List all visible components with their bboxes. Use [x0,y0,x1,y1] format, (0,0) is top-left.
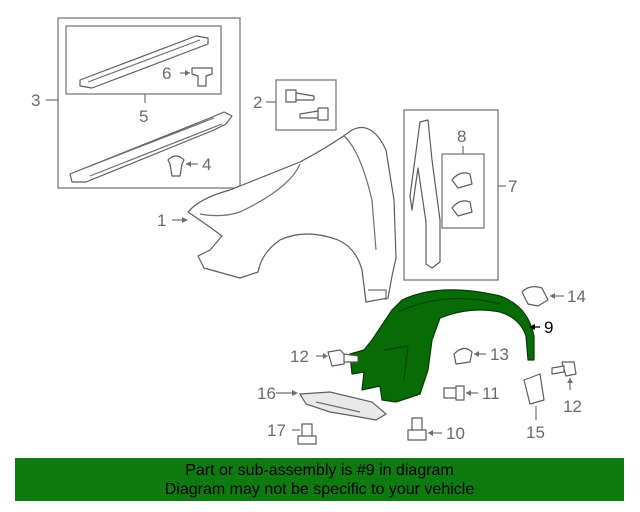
callout-9-arrowhead [529,324,535,330]
clip-part-8a [451,172,473,189]
clip-part-8b [451,200,473,217]
callout-12b: 12 [563,397,582,416]
callout-12a-arrowhead [323,353,328,359]
callout-15: 15 [526,423,545,442]
callout-16: 16 [257,384,276,403]
callout-3: 3 [31,91,40,110]
callout-5: 5 [139,107,148,126]
notice-banner: Part or sub-assembly is #9 in diagram Di… [15,458,624,501]
bolt-part-17 [297,423,317,445]
callout-12a: 12 [290,347,309,366]
clip-part-6 [191,67,213,87]
callout-2: 2 [253,93,262,112]
callout-14: 14 [567,287,586,306]
group-5-box [65,25,222,95]
splash-shield-part-16 [298,391,388,421]
fender-part-1 [187,126,397,303]
callout-1: 1 [157,211,166,230]
fender-flange [368,289,387,300]
clip-part-4 [167,155,185,177]
splash-shield-contour [315,401,361,413]
callout-8: 8 [457,127,466,146]
callout-10-arrowhead [428,430,433,436]
group-3-box [57,17,241,189]
callout-11: 11 [482,384,500,403]
fender-contour-1 [343,135,377,251]
callout-10: 10 [446,424,465,443]
callout-4: 4 [202,155,211,174]
callout-13: 13 [490,345,509,364]
screw-part-12b [551,361,577,377]
callout-7: 7 [508,177,517,196]
callout-13-arrowhead [474,351,479,357]
seal-part-7 [409,119,441,269]
fender-liner-rib [383,345,409,381]
bracket-part-15 [523,373,545,405]
callout-9: 9 [544,318,553,337]
group-7-box [403,109,499,281]
group-2-box [275,79,337,131]
screw-part-12a [327,349,359,367]
callout-11-arrowhead [466,390,471,396]
notice-line-2: Diagram may not be specific to your vehi… [164,481,475,498]
bolt-part-2a [285,89,315,103]
fender-liner-contour [397,298,501,313]
callout-12b-arrowhead [567,378,573,383]
fender-liner-part-9 [349,289,535,403]
molding-base-ribs [79,117,223,177]
clip-part-13 [453,347,473,365]
group-8-box [441,153,485,229]
callout-14-arrowhead [550,293,555,299]
callout-6: 6 [162,64,171,83]
fender-contour-2 [199,163,301,217]
bolt-part-10 [407,417,427,441]
callout-1-arrowhead [182,217,188,223]
clip-part-14 [521,286,549,307]
notice-line-1: Part or sub-assembly is #9 in diagram [185,462,454,479]
bolt-part-2b [299,107,329,121]
molding-base [69,111,233,183]
molding-strip-edge [87,39,201,83]
callout-6-arrowhead [185,70,190,76]
callout-17: 17 [267,421,286,440]
bolt-part-11 [443,385,465,401]
callout-16-arrowhead [292,390,298,396]
callout-4-arrowhead [186,161,191,167]
